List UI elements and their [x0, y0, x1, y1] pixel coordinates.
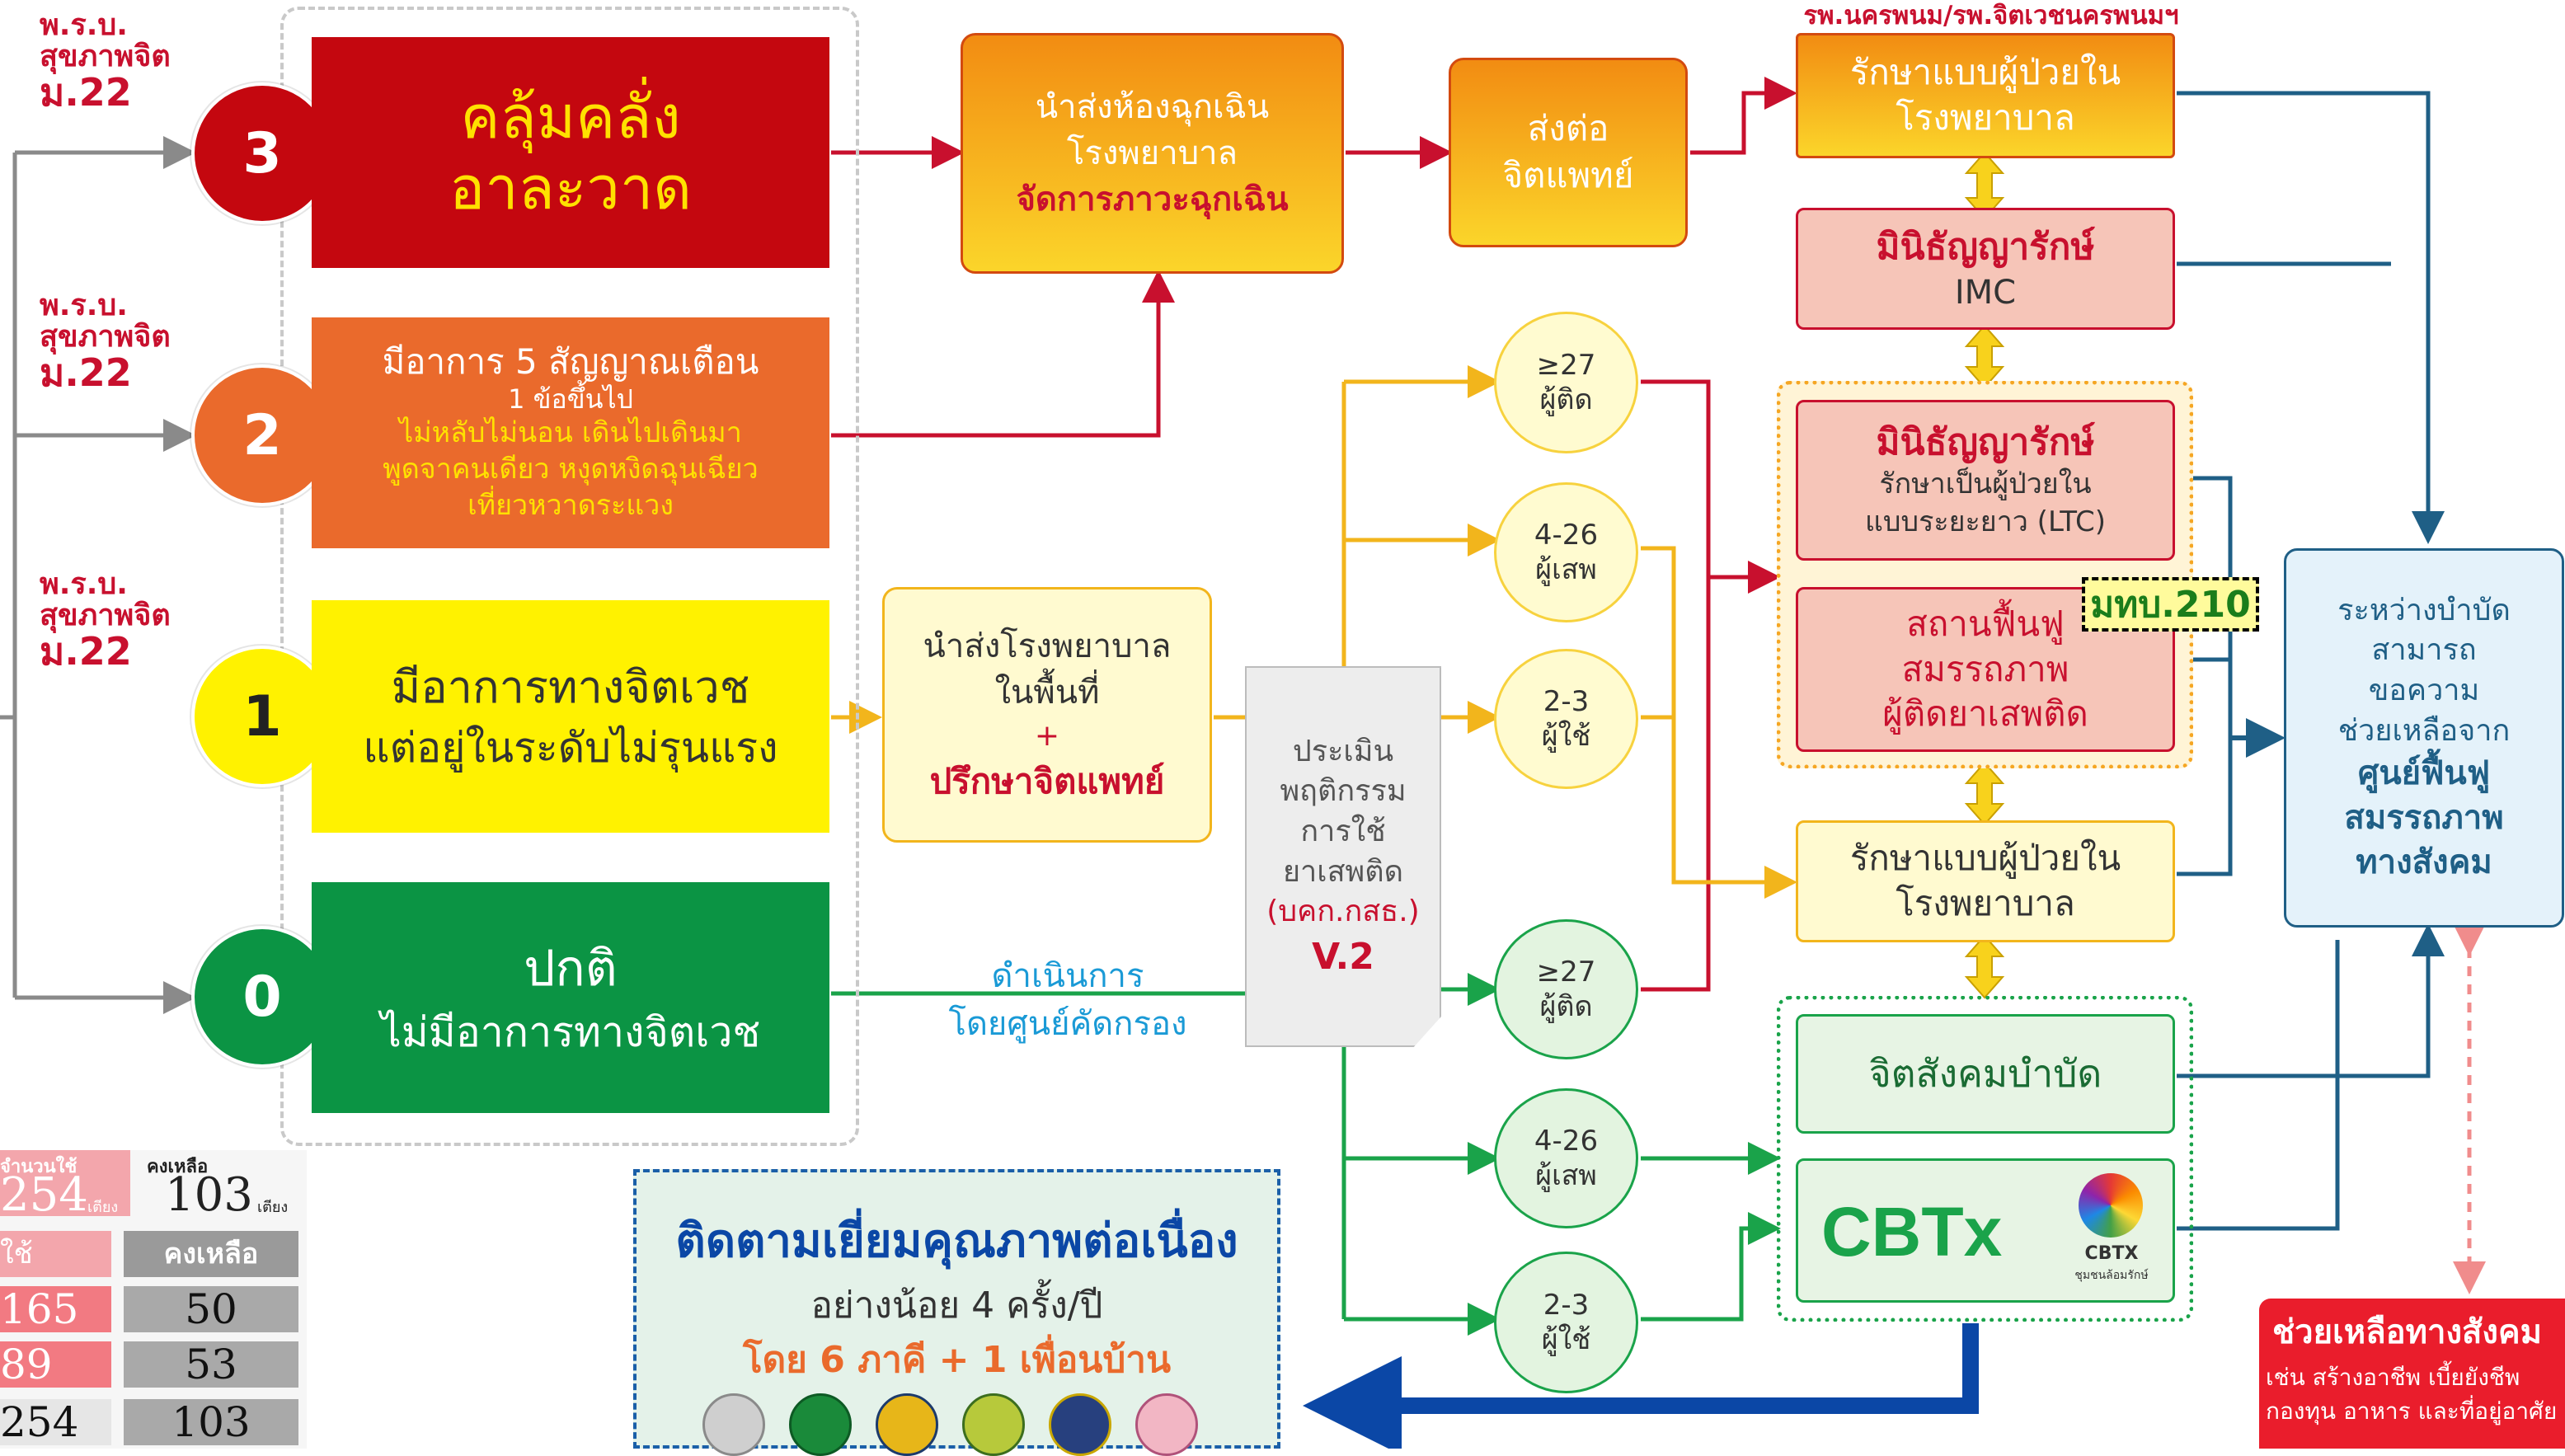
level-1-circle: 1	[191, 646, 333, 787]
double-arrow-icon	[1964, 151, 2005, 999]
police-seal-icon	[876, 1393, 938, 1456]
health-ministry-icon	[789, 1393, 852, 1456]
screening-center-label: ดำเนินการ โดยศูนย์คัดกรอง	[948, 957, 1187, 1043]
levels-frame	[280, 7, 859, 1146]
follow-up-box: ติดตามเยี่ยมคุณภาพต่อเนื่อง อย่างน้อย 4 …	[633, 1169, 1280, 1456]
inpatient-hospital-box-top: รักษาแบบผู้ป่วยใน โรงพยาบาล	[1796, 33, 2175, 158]
psychiatrist-referral-box: ส่งต่อ จิตแพทย์	[1449, 58, 1688, 247]
ltc-box: มินิธัญญารักษ์ รักษาเป็นผู้ป่วยใน แบบระย…	[1796, 400, 2175, 561]
col-used-header: ใช้	[0, 1231, 111, 1277]
cbtx-logo-subtext: ชุมชนล้อมรักษ์	[2074, 1269, 2149, 1282]
level-1-box: มีอาการทางจิตเวช แต่อยู่ในระดับไม่รุนแรง	[312, 600, 829, 833]
emergency-referral-box: นำส่งห้องฉุกเฉิน โรงพยาบาล จัดการภาวะฉุก…	[961, 33, 1344, 274]
social-rehab-center-box: ระหว่างบำบัด สามารถ ขอความ ช่วยเหลือจาก …	[2284, 548, 2564, 928]
district-seal-icon	[702, 1393, 765, 1456]
row-3-remain: 103	[124, 1399, 298, 1445]
hospital-header: รพ.นครพนม/รพ.จิตเวชนครพนมฯ	[1803, 1, 2179, 31]
cbtx-logo-icon	[2079, 1173, 2143, 1238]
top-remain-cell: คงเหลือ 103 เตียง	[147, 1157, 289, 1222]
row-3-used: 254	[0, 1399, 111, 1445]
level-0-box: ปกติ ไม่มีอาการทางจิตเวช	[312, 882, 829, 1113]
top-used-cell: จำนวนใช้ 254 เตียง	[0, 1150, 130, 1222]
psychosocial-therapy-box: จิตสังคมบำบัด	[1796, 1014, 2175, 1134]
law-label-level3: พ.ร.บ.สุขภาพจิตม.22	[40, 8, 171, 115]
law-label-level2: พ.ร.บ.สุขภาพจิตม.22	[40, 289, 171, 395]
row-2-used: 89	[0, 1341, 111, 1388]
local-hospital-referral-box: นำส่งโรงพยาบาล ในพื้นที่ + ปรึกษาจิตแพทย…	[882, 587, 1212, 843]
col-remain-header: คงเหลือ	[124, 1231, 298, 1277]
imc-box: มินิธัญญารักษ์ IMC	[1796, 208, 2175, 330]
level-2-circle: 2	[191, 364, 333, 506]
drug-use-assessment-card: ประเมิน พฤติกรรม การใช้ ยาเสพติด (บคก.กส…	[1245, 666, 1441, 1047]
cbtx-box: CBTx CBTX ชุมชนล้อมรักษ์	[1796, 1158, 2175, 1303]
military-seal-icon	[1049, 1393, 1111, 1456]
community-seal-icon	[1135, 1393, 1198, 1456]
cbtx-logo-text: CBTX	[2084, 1243, 2139, 1264]
cbtx-label: CBTx	[1821, 1193, 2003, 1270]
community-treatment-frame	[1777, 996, 2193, 1322]
inpatient-hospital-box-middle: รักษาแบบผู้ป่วยใน โรงพยาบาล	[1796, 820, 2175, 942]
bed-count-table: จำนวนใช้ 254 เตียง คงเหลือ 103 เตียง ใช้…	[0, 1150, 307, 1449]
law-label-level1: พ.ร.บ.สุขภาพจิตม.22	[40, 567, 171, 674]
row-1-remain: 50	[124, 1286, 298, 1332]
level-3-box: คลุ้มคลั่ง อาละวาด	[312, 37, 829, 268]
row-2-remain: 53	[124, 1341, 298, 1388]
law-210-badge: มทบ.210	[2082, 577, 2259, 632]
level-2-box: มีอาการ 5 สัญญาณเตือน 1 ข้อขึ้นไป ไม่หลั…	[312, 317, 829, 548]
partner-logos	[702, 1388, 1230, 1456]
local-admin-seal-icon	[962, 1393, 1025, 1456]
social-assistance-box: ช่วยเหลือทางสังคม เช่น สร้างอาชีพ เบี้ยย…	[2259, 1299, 2565, 1449]
row-1-used: 165	[0, 1286, 111, 1332]
